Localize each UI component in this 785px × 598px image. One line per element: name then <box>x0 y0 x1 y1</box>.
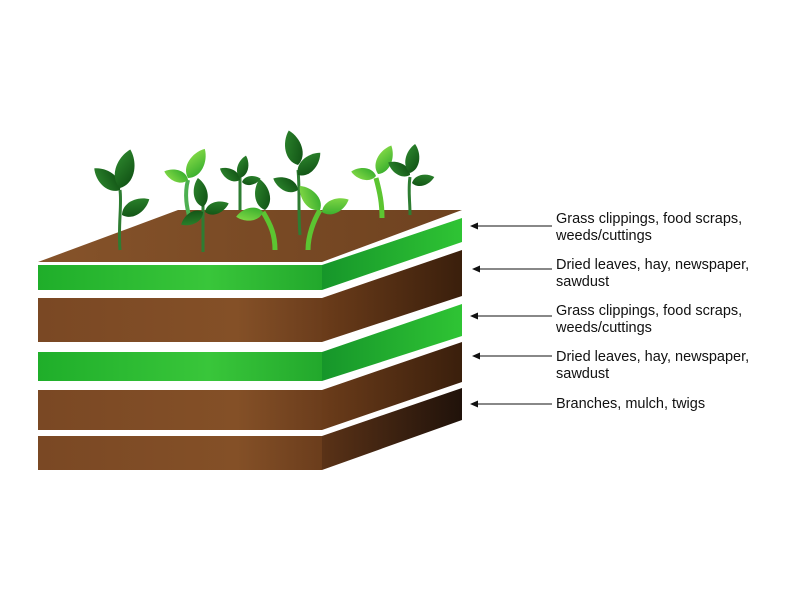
label-line: sawdust <box>556 366 610 382</box>
label-branches: Branches, mulch, twigs <box>556 396 781 413</box>
layer-branches <box>38 388 462 470</box>
seedlings <box>89 128 436 252</box>
layer-grass-upper <box>38 218 462 290</box>
label-dried-leaves-lower: Dried leaves, hay, newspaper, sawdust <box>556 349 781 383</box>
label-line: Dried leaves, hay, newspaper, <box>556 349 750 365</box>
layer-grass-lower-front <box>38 352 322 381</box>
label-line: Grass clippings, food scraps, <box>556 303 743 319</box>
layer-grass-lower-side <box>322 304 462 381</box>
seedling <box>294 181 352 251</box>
layer-dried-leaves-upper-front <box>38 298 322 342</box>
seedling <box>270 128 326 236</box>
seedling <box>89 147 153 251</box>
seedling <box>178 176 231 252</box>
arrow-dried-leaves-upper <box>472 265 552 273</box>
top-soil-surface <box>38 210 462 262</box>
label-arrows <box>470 222 552 408</box>
seedling <box>217 154 262 210</box>
label-grass-clippings-lower: Grass clippings, food scraps, weeds/cutt… <box>556 303 781 337</box>
layer-branches-side <box>322 388 462 470</box>
label-line: Branches, mulch, twigs <box>556 396 706 412</box>
layer-dried-leaves-lower-front <box>38 390 322 430</box>
label-line: sawdust <box>556 274 610 290</box>
seedling <box>350 142 398 219</box>
layer-dried-leaves-upper-side <box>322 250 462 342</box>
label-line: weeds/cuttings <box>556 228 652 244</box>
layer-grass-upper-side <box>322 218 462 290</box>
label-line: Dried leaves, hay, newspaper, <box>556 257 750 273</box>
layer-dried-leaves-upper <box>38 250 462 342</box>
label-line: Grass clippings, food scraps, <box>556 211 743 227</box>
label-line: weeds/cuttings <box>556 320 652 336</box>
layer-grass-upper-front <box>38 265 322 290</box>
layer-stack <box>38 210 462 470</box>
layer-branches-front <box>38 436 322 470</box>
label-dried-leaves-upper: Dried leaves, hay, newspaper, sawdust <box>556 257 781 291</box>
seedling <box>235 177 278 251</box>
layer-dried-leaves-lower-side <box>322 342 462 430</box>
label-grass-clippings-upper: Grass clippings, food scraps, weeds/cutt… <box>556 211 781 245</box>
arrow-grass-lower <box>470 312 552 320</box>
arrow-branches <box>470 400 552 408</box>
seedling <box>385 142 436 216</box>
layer-grass-lower <box>38 304 462 381</box>
arrow-dried-leaves-lower <box>472 352 552 360</box>
layer-dried-leaves-lower <box>38 342 462 430</box>
arrow-grass-upper <box>470 222 552 230</box>
